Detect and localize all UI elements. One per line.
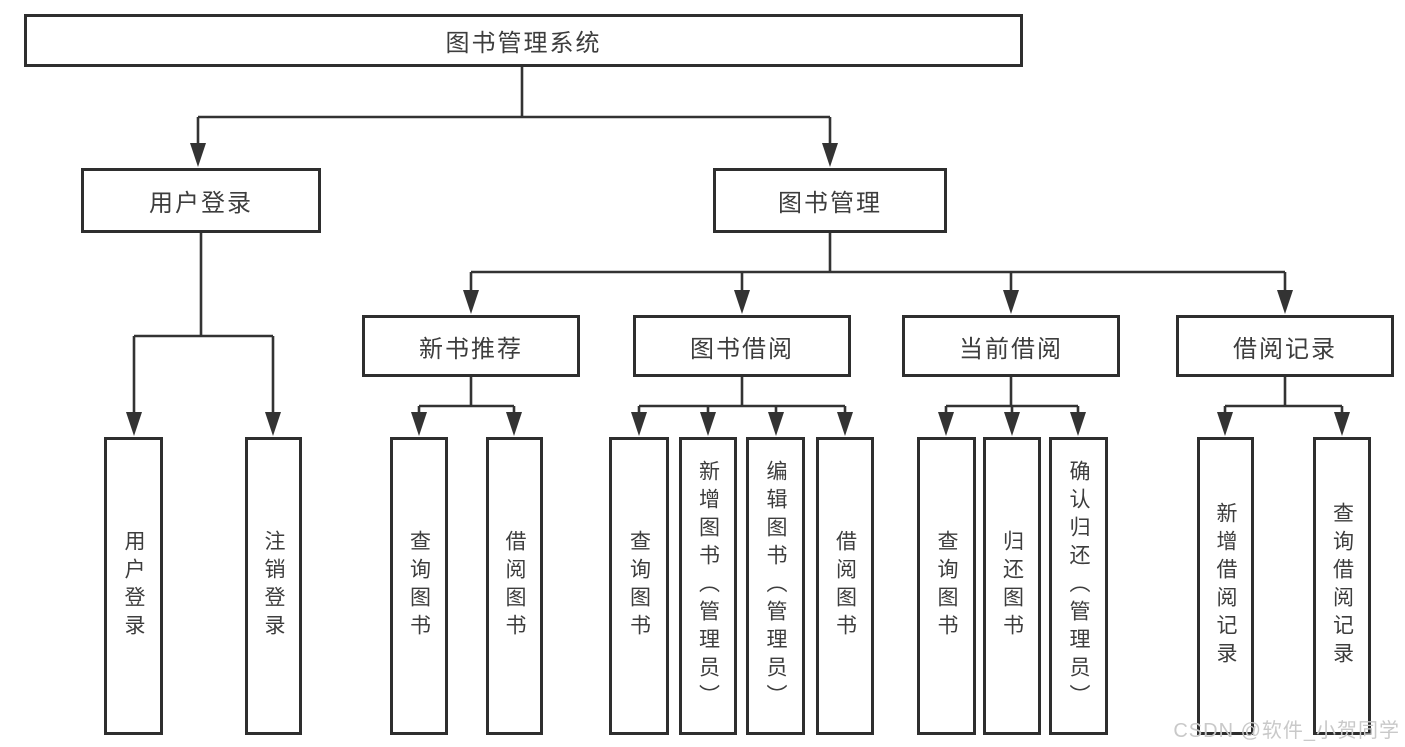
leaf-confirm-return-admin: 确认归还（管理员） xyxy=(1049,437,1108,735)
leaf-label: 归还图书 xyxy=(1000,530,1024,642)
leaf-label: 确认归还（管理员） xyxy=(1067,460,1090,712)
leaf-user-login: 用户登录 xyxy=(104,437,163,735)
leaf-label: 用户登录 xyxy=(122,530,145,642)
node-current-borrow: 当前借阅 xyxy=(902,315,1120,377)
node-new-book-recommend: 新书推荐 xyxy=(362,315,580,377)
node-book-management: 图书管理 xyxy=(713,168,947,233)
leaf-borrow-books: 借阅图书 xyxy=(816,437,874,735)
node-book-borrow: 图书借阅 xyxy=(633,315,851,377)
leaf-add-borrow-record: 新增借阅记录 xyxy=(1197,437,1254,735)
leaf-label: 查询图书 xyxy=(407,530,431,642)
leaf-label: 查询借阅记录 xyxy=(1330,502,1354,670)
leaf-label: 借阅图书 xyxy=(503,530,526,642)
leaf-label: 查询图书 xyxy=(627,530,651,642)
leaf-borrow-books-recommend: 借阅图书 xyxy=(486,437,543,735)
leaf-edit-books-admin: 编辑图书（管理员） xyxy=(746,437,805,735)
leaf-return-books: 归还图书 xyxy=(983,437,1041,735)
leaf-query-books-recommend: 查询图书 xyxy=(390,437,448,735)
leaf-query-books-current: 查询图书 xyxy=(917,437,976,735)
node-library-management-system: 图书管理系统 xyxy=(24,14,1023,67)
node-borrow-records: 借阅记录 xyxy=(1176,315,1394,377)
leaf-label: 新增图书（管理员） xyxy=(696,460,720,712)
watermark: CSDN @软件_小贺同学 xyxy=(1173,720,1400,742)
leaf-label: 编辑图书（管理员） xyxy=(764,460,787,712)
leaf-label: 新增借阅记录 xyxy=(1214,502,1237,670)
leaf-label: 查询图书 xyxy=(935,530,958,642)
leaf-query-books-borrow: 查询图书 xyxy=(609,437,669,735)
node-user-login: 用户登录 xyxy=(81,168,321,233)
leaf-label: 注销登录 xyxy=(262,530,285,642)
leaf-query-borrow-record: 查询借阅记录 xyxy=(1313,437,1371,735)
leaf-logout: 注销登录 xyxy=(245,437,302,735)
leaf-label: 借阅图书 xyxy=(833,530,857,642)
leaf-add-books-admin: 新增图书（管理员） xyxy=(679,437,737,735)
